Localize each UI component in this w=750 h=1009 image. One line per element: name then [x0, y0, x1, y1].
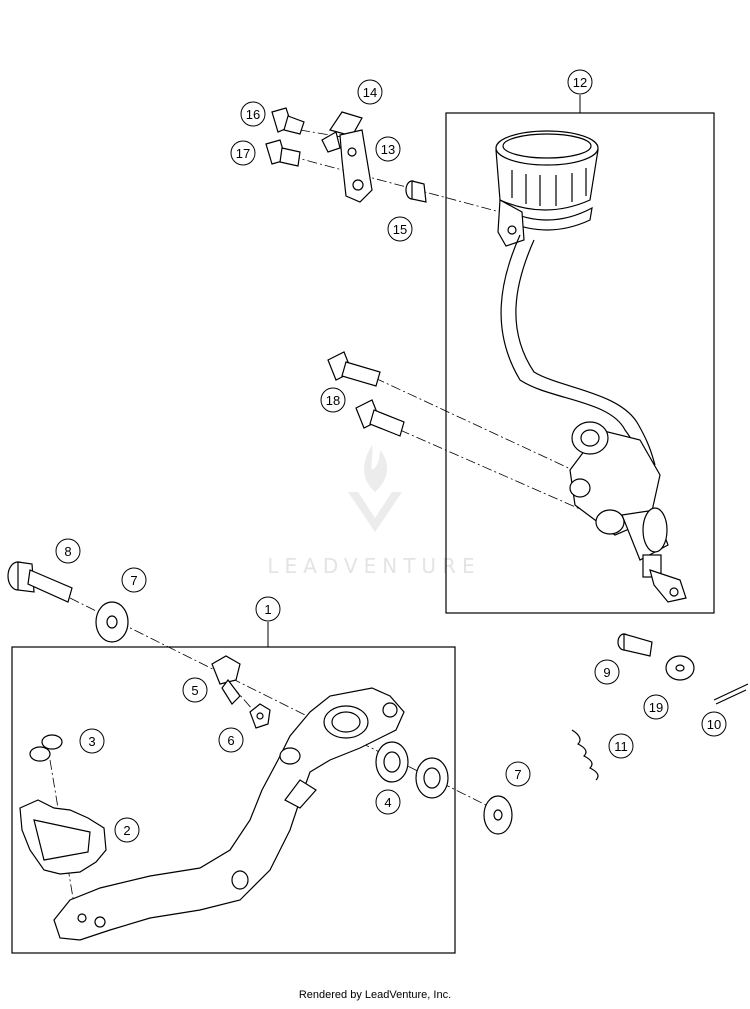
cotter-pin-10 — [713, 683, 749, 705]
footer-credit: Rendered by LeadVenture, Inc. — [298, 989, 452, 1001]
screws-3 — [29, 734, 63, 762]
pedal-step-2 — [19, 799, 107, 875]
callout-9: 9 — [594, 659, 620, 685]
callout-6: 6 — [218, 727, 244, 753]
svg-text:4: 4 — [384, 795, 391, 810]
callout-1: 1 — [255, 596, 281, 622]
svg-text:2: 2 — [123, 823, 130, 838]
svg-text:3: 3 — [88, 734, 95, 749]
svg-text:8: 8 — [64, 544, 71, 559]
bolts-18 — [327, 351, 405, 437]
callout-7b: 7 — [505, 761, 531, 787]
callout-14: 14 — [357, 79, 383, 105]
reservoir-bracket — [321, 111, 373, 203]
callout-10: 10 — [701, 711, 727, 737]
callout-7a: 7 — [121, 567, 147, 593]
bolt-5 — [211, 655, 241, 705]
svg-text:9: 9 — [603, 665, 610, 680]
brake-pedal — [53, 687, 405, 941]
svg-text:11: 11 — [614, 739, 628, 754]
callout-8: 8 — [55, 538, 81, 564]
group-box-1 — [11, 646, 456, 954]
svg-text:15: 15 — [393, 222, 407, 237]
pivot-bolt-8 — [7, 561, 73, 603]
spacer-15 — [405, 180, 427, 203]
svg-text:1: 1 — [264, 602, 271, 617]
callout-13: 13 — [375, 136, 401, 162]
bolt-17 — [265, 139, 301, 167]
callout-3: 3 — [79, 728, 105, 754]
callout-4: 4 — [375, 789, 401, 815]
rear-brake-master-cylinder — [495, 130, 687, 603]
v-mark-icon — [348, 492, 402, 532]
callout-15: 15 — [387, 216, 413, 242]
spring-11 — [571, 729, 599, 781]
callout-12: 12 — [567, 69, 593, 95]
svg-text:5: 5 — [191, 683, 198, 698]
leadventure-watermark: LEADVENTURE — [267, 445, 480, 578]
svg-text:13: 13 — [381, 142, 395, 157]
bolt-16 — [271, 107, 305, 135]
svg-text:16: 16 — [246, 107, 260, 122]
svg-text:19: 19 — [649, 700, 663, 715]
pin-9 — [617, 633, 653, 657]
bearings-4 — [375, 741, 449, 799]
svg-text:18: 18 — [326, 393, 340, 408]
assembly-lines — [49, 129, 606, 911]
svg-text:14: 14 — [363, 85, 377, 100]
watermark-text: LEADVENTURE — [267, 554, 480, 578]
svg-text:12: 12 — [573, 75, 587, 90]
nut-6 — [249, 703, 271, 729]
callout-17: 17 — [230, 140, 256, 166]
washer-7-upper — [95, 601, 129, 643]
callout-2: 2 — [114, 817, 140, 843]
svg-text:17: 17 — [236, 146, 250, 161]
washer-19 — [665, 655, 695, 681]
svg-text:10: 10 — [707, 717, 721, 732]
callout-18: 18 — [320, 387, 346, 413]
callout-5: 5 — [182, 677, 208, 703]
svg-text:6: 6 — [227, 733, 234, 748]
svg-text:7: 7 — [514, 767, 521, 782]
callout-11: 11 — [608, 733, 634, 759]
callout-16: 16 — [240, 101, 266, 127]
flame-icon — [364, 445, 388, 492]
washer-7-lower — [483, 795, 513, 835]
svg-text:7: 7 — [130, 573, 137, 588]
callout-19: 19 — [643, 694, 669, 720]
